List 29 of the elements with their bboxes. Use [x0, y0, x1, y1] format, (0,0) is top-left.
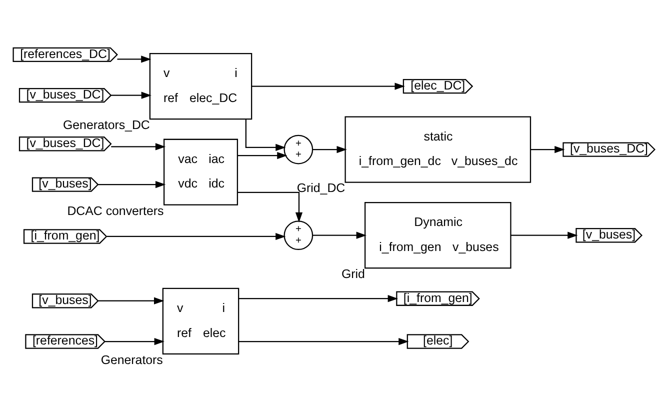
arrow: [510, 231, 578, 238]
node-label: DCAC converters: [67, 203, 164, 218]
node-box: v i ref elec_DC: [149, 52, 252, 120]
arrow: [238, 337, 409, 345]
arrow: [104, 337, 164, 345]
arrow: [106, 232, 286, 240]
node-label: Generators: [100, 352, 163, 366]
arrow: [238, 191, 303, 222]
arrow: [111, 91, 152, 98]
node-label: Grid: [341, 266, 365, 281]
arrow: [312, 145, 347, 153]
node-box: Dynamic i_from_gen v_buses: [364, 202, 512, 268]
node-label: Generators_DC: [63, 117, 150, 132]
arrow: [530, 145, 565, 153]
node-circle: + +: [284, 220, 314, 250]
arrow: [252, 82, 405, 90]
arrow: [238, 152, 288, 159]
arrow: [111, 142, 166, 150]
node-box: static i_from_gen_dc v_buses_dc: [344, 116, 532, 182]
arrow: [98, 296, 164, 304]
node-box: vac iac vdc idc: [163, 138, 238, 205]
node-label: Grid_DC: [296, 180, 346, 195]
arrow: [117, 55, 152, 62]
node-circle: + +: [284, 134, 314, 164]
node-box: v i ref elec: [162, 287, 240, 354]
arrow: [312, 231, 366, 238]
arrow: [98, 180, 166, 188]
arrow: [245, 118, 286, 151]
arrow: [238, 294, 398, 302]
